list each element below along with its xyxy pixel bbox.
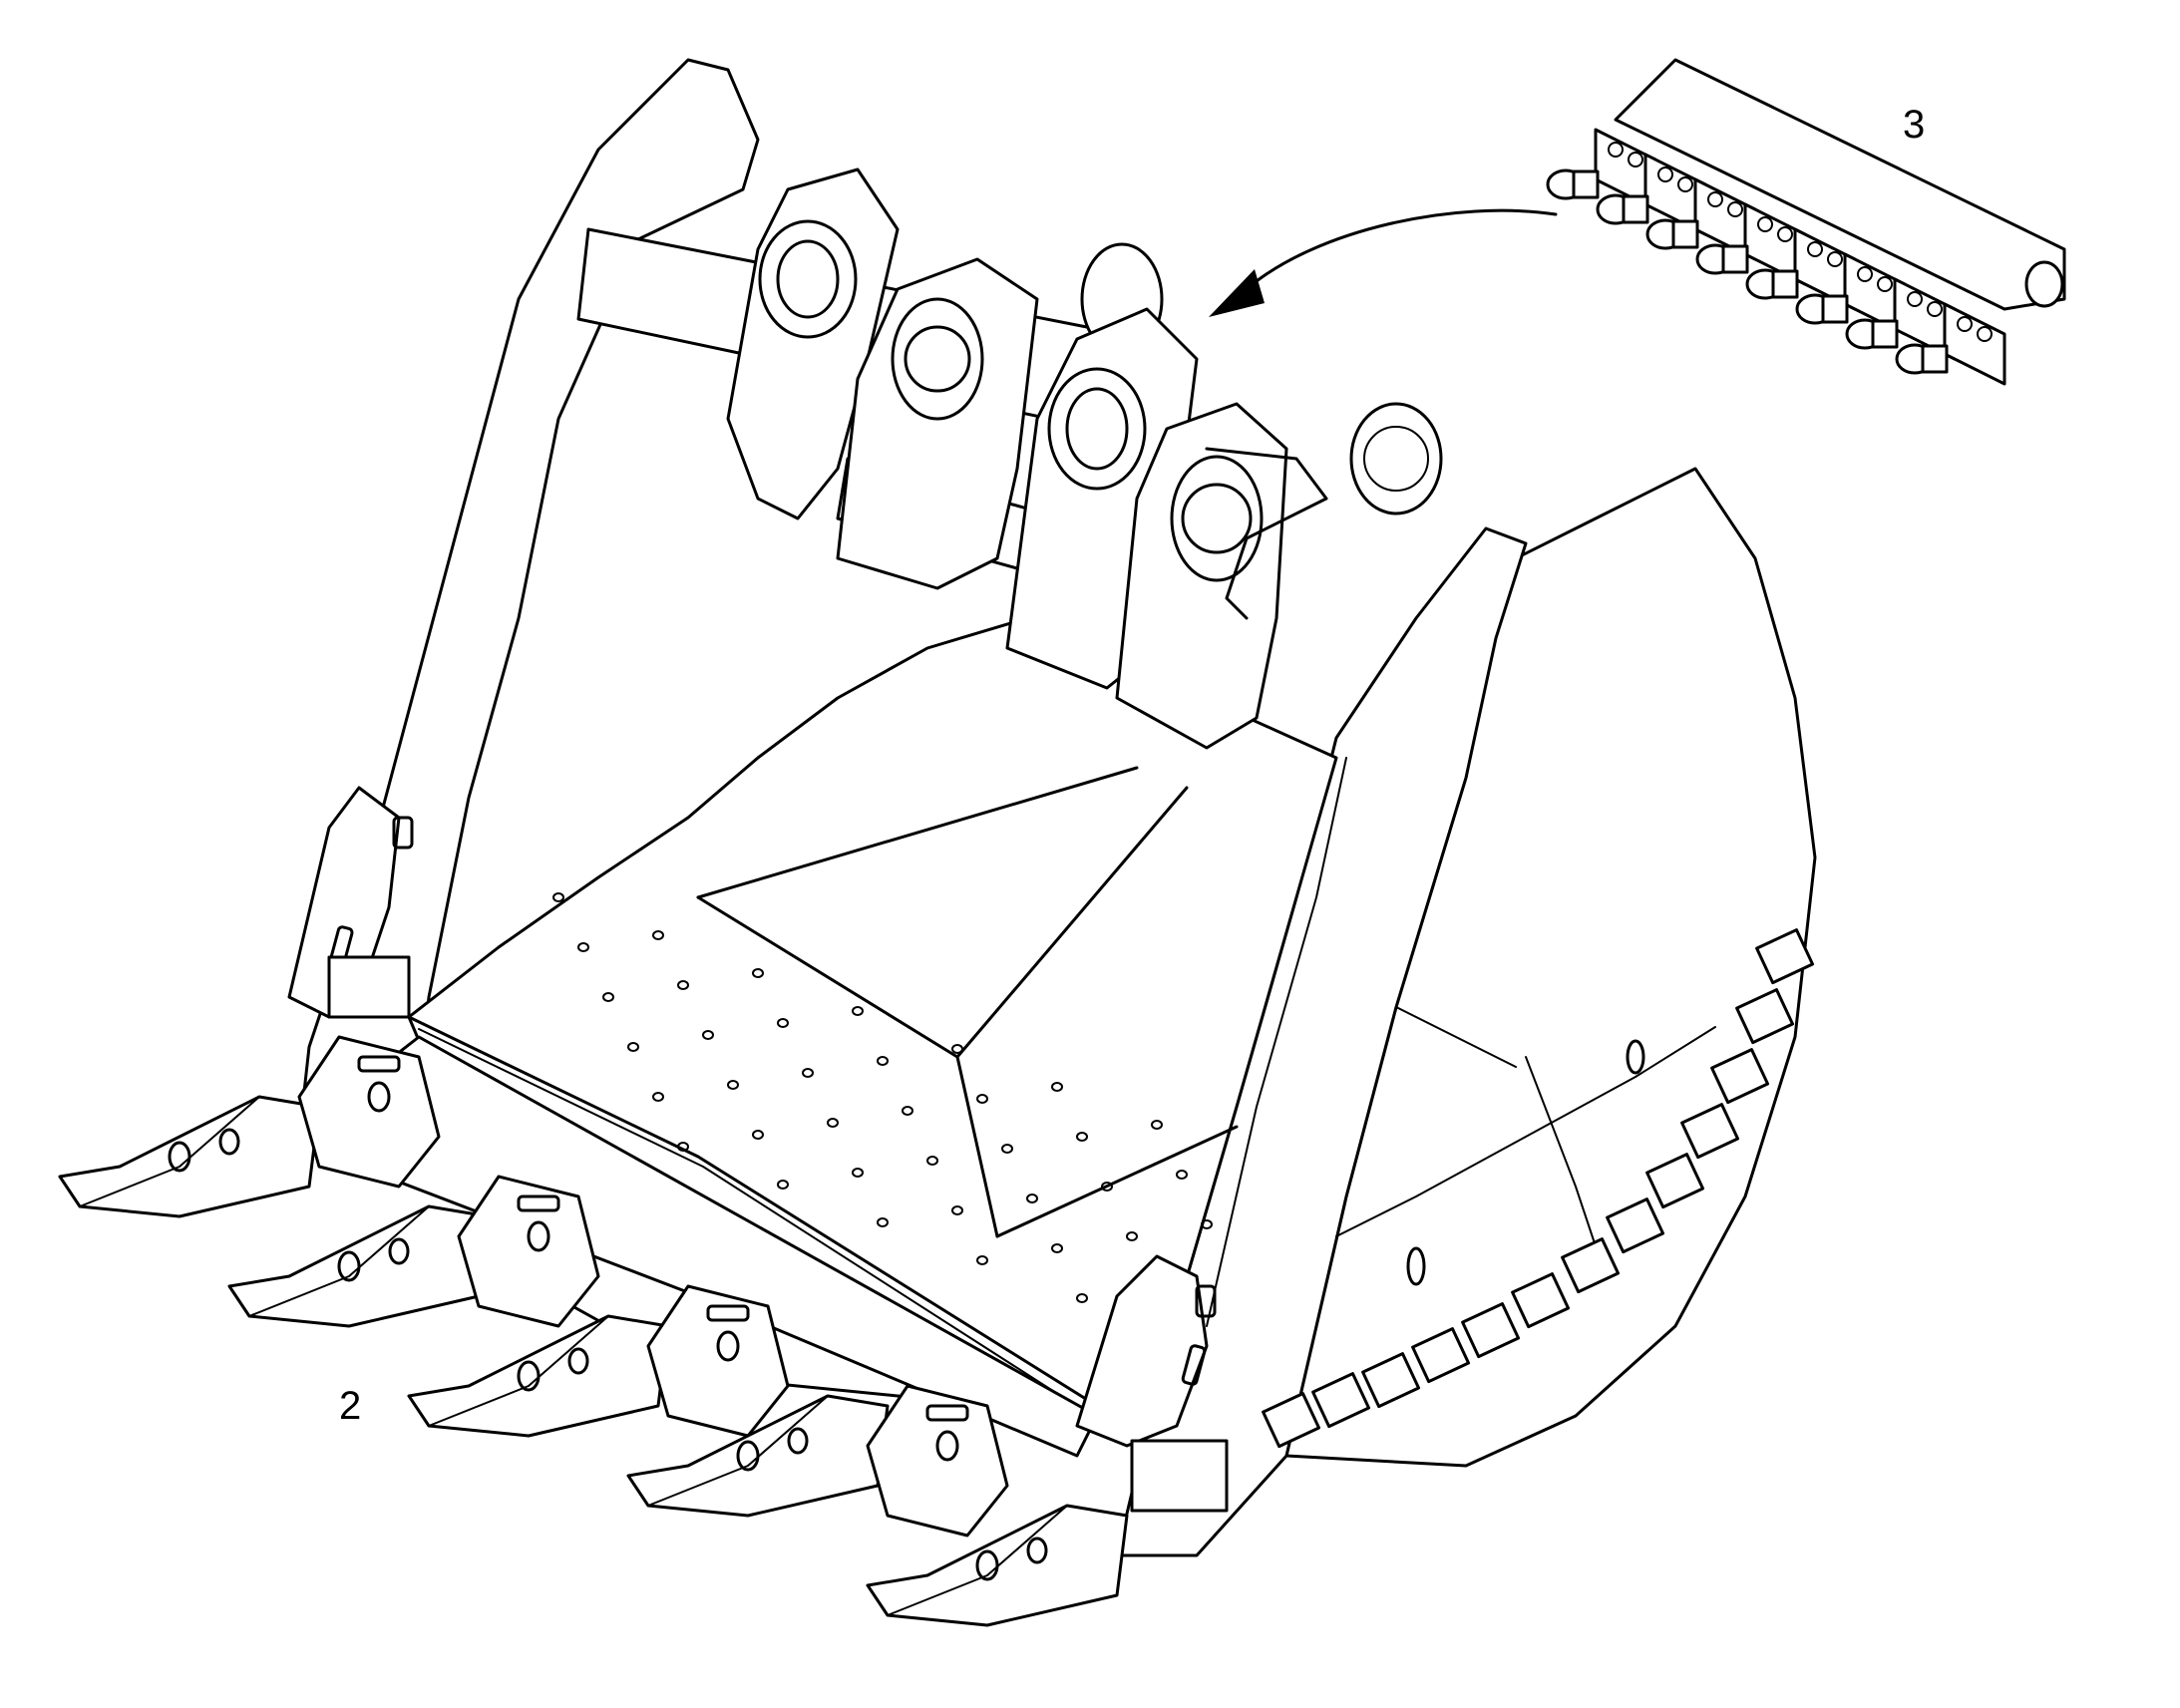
- valve-module: [1895, 302, 2006, 386]
- hinge-brackets: [576, 168, 1443, 750]
- bolt-hole: [827, 1118, 839, 1128]
- bolt-hole: [652, 930, 664, 940]
- bucket-body: [297, 58, 1817, 1557]
- valve-module: [1596, 153, 1707, 236]
- retainer-pin: [218, 1128, 240, 1156]
- bolt-hole: [1151, 1120, 1163, 1130]
- bolt-hole: [702, 1030, 714, 1040]
- bolt-hole: [1101, 1182, 1113, 1192]
- bolt-hole: [577, 942, 589, 952]
- bolt-hole: [752, 968, 764, 978]
- bolt-hole: [926, 1156, 938, 1166]
- retainer-pin: [168, 1141, 191, 1173]
- left-side-protector: [287, 786, 414, 1019]
- bolt-hole: [1076, 1132, 1088, 1142]
- valve-module: [1546, 128, 1657, 211]
- right-side-protector: [1075, 1254, 1229, 1513]
- retainer-pin: [975, 1549, 999, 1581]
- bolt-hole: [951, 1205, 963, 1215]
- wear-block: [1735, 988, 1795, 1045]
- bolt-hole: [877, 1056, 889, 1066]
- bolt-hole: [1051, 1082, 1063, 1092]
- wear-block: [1645, 1153, 1705, 1209]
- bolt-hole: [951, 1044, 963, 1054]
- retainer-pin: [787, 1427, 809, 1455]
- wear-block: [1361, 1352, 1421, 1409]
- bolt-hole: [627, 1042, 639, 1052]
- bolt-hole: [976, 1255, 988, 1265]
- bolt-hole: [1026, 1194, 1038, 1203]
- bolt-hole: [852, 1006, 864, 1016]
- wear-block: [1755, 928, 1815, 985]
- retainer-pin: [736, 1440, 760, 1472]
- bolt-hole: [1051, 1243, 1063, 1253]
- wear-block: [1561, 1237, 1621, 1294]
- liner-bolt-holes: [552, 892, 1213, 1303]
- bolt-hole: [902, 1106, 913, 1116]
- tooth-assembly: [227, 1204, 491, 1328]
- retainer-pin: [517, 1360, 541, 1392]
- tooth-assembly: [407, 1314, 670, 1438]
- lip-shroud: [457, 1175, 600, 1328]
- bolt-hole: [552, 892, 564, 902]
- valve-module: [1795, 252, 1907, 336]
- reference-arrow: [1209, 208, 1558, 317]
- bolt-hole: [727, 1080, 739, 1090]
- bolt-hole: [677, 980, 689, 990]
- valve-module: [1745, 227, 1857, 311]
- wear-block: [1511, 1272, 1571, 1329]
- bolt-hole: [777, 1018, 789, 1028]
- lip-shroud: [297, 1035, 441, 1189]
- valve-module: [1695, 202, 1807, 286]
- valve-manifold: [1546, 58, 2066, 386]
- retainer-pin: [337, 1250, 361, 1282]
- tooth-assembly: [58, 1095, 321, 1218]
- retainer-pin: [1026, 1537, 1048, 1564]
- wear-block: [1262, 1392, 1321, 1449]
- bolt-hole: [1076, 1293, 1088, 1303]
- bolt-hole: [877, 1217, 889, 1227]
- callout-3: 3: [1903, 103, 1925, 147]
- bolt-hole: [976, 1094, 988, 1104]
- callout-2: 2: [339, 1384, 361, 1428]
- bolt-hole: [677, 1142, 689, 1152]
- bolt-hole: [852, 1168, 864, 1178]
- bolt-hole: [1176, 1170, 1188, 1180]
- wear-block: [1710, 1048, 1770, 1105]
- wear-block: [1411, 1327, 1471, 1384]
- wear-block: [1680, 1103, 1740, 1160]
- arrow-head-icon: [1209, 269, 1265, 317]
- tooth-assembly: [866, 1504, 1129, 1627]
- bolt-hole: [777, 1180, 789, 1190]
- bolt-hole: [752, 1130, 764, 1140]
- bolt-hole: [652, 1092, 664, 1102]
- retainer-pin: [567, 1347, 589, 1375]
- bolt-hole: [802, 1068, 814, 1078]
- teeth-row: [58, 1035, 1129, 1627]
- tooth-assembly: [626, 1394, 890, 1518]
- wear-blocks: [1262, 928, 1815, 1449]
- retainer-pin: [388, 1237, 410, 1265]
- lip-shroud: [866, 1384, 1009, 1537]
- lip-shroud: [646, 1284, 790, 1438]
- bolt-hole: [602, 992, 614, 1002]
- wear-block: [1606, 1197, 1665, 1254]
- wear-block: [1461, 1302, 1521, 1359]
- bolt-hole: [1001, 1144, 1013, 1154]
- bolt-hole: [1201, 1219, 1213, 1229]
- wear-block: [1311, 1372, 1371, 1429]
- bolt-hole: [1126, 1231, 1138, 1241]
